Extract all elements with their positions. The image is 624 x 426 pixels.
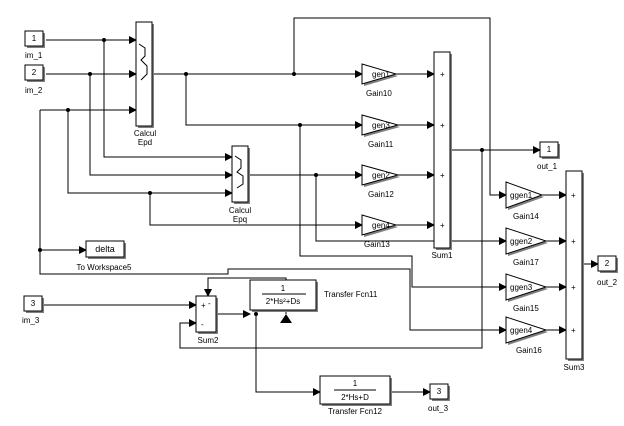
gain-gain15[interactable]: ggen3 Gain15 xyxy=(505,273,548,313)
wire-node-tf12[interactable] xyxy=(255,314,321,396)
wire-delta-epq[interactable] xyxy=(67,110,233,197)
gain-param: gen1 xyxy=(372,70,390,79)
tf-numerator: 1 xyxy=(353,379,358,388)
gain-gain16[interactable]: ggen4 Gain16 xyxy=(505,316,548,355)
inport-im1[interactable]: 1 im_1 xyxy=(24,30,45,60)
wire-sum1-sum2[interactable] xyxy=(179,150,483,349)
wire-epd-gen3[interactable] xyxy=(185,74,363,129)
subsystem-label-line2: Epq xyxy=(233,215,247,224)
gain-label: Gain14 xyxy=(513,212,539,221)
gain-gain12[interactable]: gen2 Gain12 xyxy=(361,164,400,199)
inport-im3[interactable]: 3 im_3 xyxy=(22,295,44,325)
sum-sign: + xyxy=(440,171,445,180)
outport-number: 1 xyxy=(547,145,552,154)
sum-sum2[interactable]: + - - Sum2 xyxy=(195,295,219,345)
outport-number: 2 xyxy=(605,259,610,268)
transfer-fcn-12[interactable]: 1 2*Hs+D Transfer Fcn12 xyxy=(319,375,392,416)
sum-sign: + xyxy=(571,237,576,246)
subsystem-icon xyxy=(234,155,244,189)
branch-points xyxy=(38,38,484,316)
tf-feedback-arrow xyxy=(280,314,292,323)
gain-label: Gain11 xyxy=(368,140,394,149)
sum-sign: + xyxy=(571,283,576,292)
sum-sign: + xyxy=(201,301,206,310)
wire-epq-ggen2[interactable] xyxy=(315,175,507,245)
outport-out3[interactable]: 3 out_3 xyxy=(428,383,450,413)
tf-denominator: 2*Hs+D xyxy=(341,393,369,402)
wire-gen3-ggen3[interactable] xyxy=(299,125,507,291)
to-workspace-delta[interactable]: delta To Workspace5 xyxy=(77,240,133,272)
outport-out2[interactable]: 2 out_2 xyxy=(597,255,618,287)
gain-label: Gain17 xyxy=(513,258,539,267)
workspace-variable: delta xyxy=(95,244,115,254)
sum-sum1[interactable]: + + + + Sum1 xyxy=(432,51,453,260)
transfer-fcn-11[interactable]: 1 2*Hs²+Ds Transfer Fcn11 xyxy=(249,279,378,323)
inport-label: im_3 xyxy=(22,316,40,325)
tf-label: Transfer Fcn12 xyxy=(328,407,382,416)
subsystem-calcul-epd[interactable]: Calcul Epd xyxy=(134,21,156,147)
sum-sign: + xyxy=(571,326,576,335)
subsystem-label-line1: Calcul xyxy=(134,129,156,138)
outport-label: out_1 xyxy=(537,162,558,171)
gain-label: Gain13 xyxy=(364,240,390,249)
subsystem-calcul-epq[interactable]: Calcul Epq xyxy=(229,145,251,224)
outport-number: 3 xyxy=(437,387,442,396)
workspace-label: To Workspace5 xyxy=(77,263,133,272)
gain-param: gen4 xyxy=(372,221,390,230)
signal-lines xyxy=(39,17,599,396)
sum-label: Sum3 xyxy=(564,363,585,372)
outport-label: out_3 xyxy=(428,404,449,413)
inport-number: 2 xyxy=(32,68,37,77)
subsystem-label-line2: Epd xyxy=(138,138,152,147)
gain-param: ggen2 xyxy=(510,237,533,246)
gain-param: gen3 xyxy=(372,121,390,130)
inport-number: 3 xyxy=(31,299,36,308)
wire-im1-epq[interactable] xyxy=(103,40,233,161)
sum-sign: + xyxy=(440,121,445,130)
wire-delta-ggen4[interactable] xyxy=(39,110,507,334)
outport-out1[interactable]: 1 out_1 xyxy=(537,141,560,171)
gain-gain17[interactable]: ggen2 Gain17 xyxy=(505,227,548,267)
inport-label: im_1 xyxy=(25,51,43,60)
gain-param: ggen1 xyxy=(510,191,533,200)
tf-numerator: 1 xyxy=(281,284,286,293)
gain-gain13[interactable]: gen4 Gain13 xyxy=(361,214,398,249)
subsystem-icon xyxy=(138,43,148,81)
outport-label: out_2 xyxy=(597,278,618,287)
gain-param: ggen4 xyxy=(510,326,533,335)
wire-im2-epq[interactable] xyxy=(89,74,233,179)
sum-sign: + xyxy=(440,221,445,230)
subsystem-label-line1: Calcul xyxy=(229,206,251,215)
sum-label: Sum2 xyxy=(198,336,219,345)
inport-number: 1 xyxy=(32,34,37,43)
sum-sign: - xyxy=(208,299,211,308)
wire-epd-ggen1[interactable] xyxy=(293,17,507,199)
sum-sign: + xyxy=(571,191,576,200)
tf-denominator: 2*Hs²+Ds xyxy=(266,297,300,306)
gain-label: Gain12 xyxy=(368,190,394,199)
sum-sign: + xyxy=(440,70,445,79)
wire-epq-gen4[interactable] xyxy=(149,193,363,229)
gain-gain14[interactable]: ggen1 Gain14 xyxy=(505,181,544,221)
gain-label: Gain15 xyxy=(513,304,539,313)
sum-label: Sum1 xyxy=(432,251,453,260)
gain-label: Gain10 xyxy=(366,89,392,98)
gain-param: ggen3 xyxy=(510,283,533,292)
inport-im2[interactable]: 2 im_2 xyxy=(24,64,45,95)
tf-label: Transfer Fcn11 xyxy=(324,290,378,299)
gain-gain11[interactable]: gen3 Gain11 xyxy=(361,114,400,149)
sum-sign: - xyxy=(201,320,204,329)
gain-gain10[interactable]: gen1 Gain10 xyxy=(361,63,398,98)
sum-sum3[interactable]: + + + + Sum3 xyxy=(564,170,585,372)
gain-label: Gain16 xyxy=(516,346,542,355)
inport-label: im_2 xyxy=(25,86,43,95)
gain-param: gen2 xyxy=(372,171,390,180)
